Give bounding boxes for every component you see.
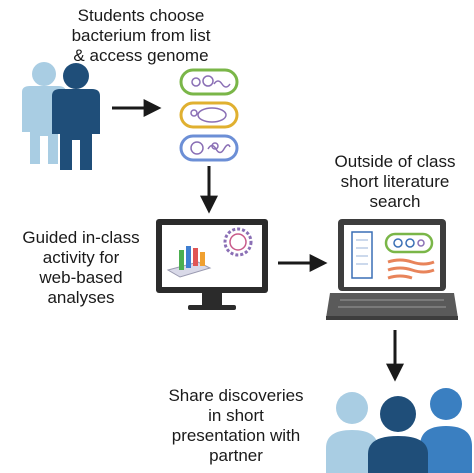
- step-choose-line-3: & access genome: [73, 46, 209, 65]
- bacterium-green-icon: [179, 68, 239, 96]
- bacteria-list: [179, 68, 239, 162]
- step-guided-line-1: Guided in-class: [22, 228, 140, 247]
- desktop-monitor-icon: [156, 219, 268, 310]
- person-right-figure: [420, 388, 472, 473]
- plasmid-map-graphic: [223, 227, 253, 257]
- laptop-bacterium-graphic: [384, 232, 434, 254]
- step-share-line-4: partner: [209, 446, 263, 465]
- step-share-text: Share discoveries in short presentation …: [148, 386, 324, 466]
- step-outside-line-2: short literature: [340, 172, 450, 191]
- step-choose-text: Students choose bacterium from list & ac…: [52, 6, 230, 66]
- step-guided-text: Guided in-class activity for web-based a…: [6, 228, 156, 308]
- step-guided-line-4: analyses: [47, 288, 115, 307]
- bacterium-blue-icon: [179, 134, 239, 162]
- notebook-graphic: [351, 231, 373, 279]
- step-share-line-2: in short: [208, 406, 264, 425]
- step-outside-line-1: Outside of class: [334, 152, 456, 171]
- students-icon: [22, 62, 100, 170]
- step-guided-line-2: activity for: [42, 248, 120, 267]
- step-guided-line-3: web-based: [39, 268, 123, 287]
- bacterium-yellow-icon: [179, 101, 239, 129]
- step-share-line-1: Share discoveries: [168, 386, 304, 405]
- lab-tubes-graphic: [166, 246, 212, 278]
- group-people-icon: [326, 388, 472, 473]
- student-dark-figure: [52, 63, 100, 170]
- step-outside-text: Outside of class short literature search: [318, 152, 472, 212]
- step-share-line-3: presentation with: [171, 426, 301, 445]
- literature-lines-graphic: [387, 258, 435, 280]
- laptop-icon: [326, 219, 458, 320]
- step-choose-line-1: Students choose: [77, 6, 205, 25]
- person-center-figure: [368, 396, 428, 473]
- person-left-figure: [326, 392, 378, 473]
- step-choose-line-2: bacterium from list: [71, 26, 211, 45]
- step-outside-line-3: search: [369, 192, 421, 211]
